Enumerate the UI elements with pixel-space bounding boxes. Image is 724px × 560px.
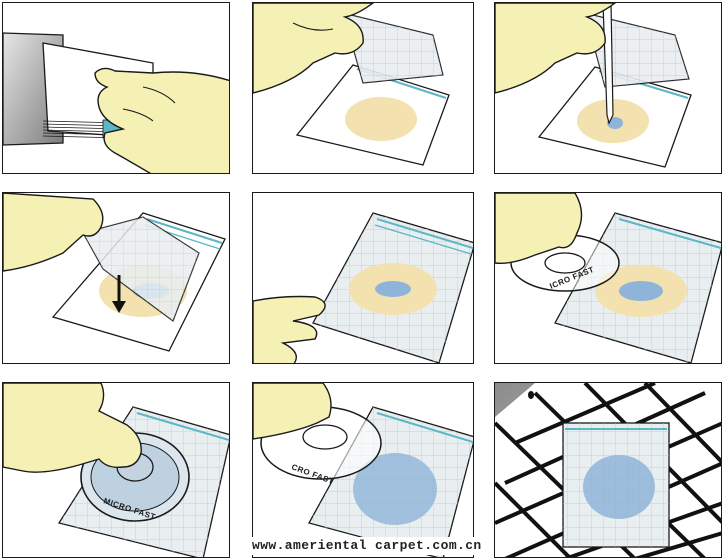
step-7-press-spreader-panel: MICRO FAST bbox=[2, 382, 230, 558]
step-9-incubate-panel bbox=[494, 382, 722, 558]
gloved-hand-icon bbox=[253, 3, 375, 94]
step-4-lower-film-panel bbox=[2, 192, 230, 364]
watermark-url: www.ameriental carpet.com.cn bbox=[252, 537, 482, 555]
gloved-hand-icon bbox=[253, 295, 326, 363]
step-2-lift-film-panel bbox=[252, 2, 474, 174]
step-8-remove-spreader-panel: CRO FAST bbox=[252, 382, 474, 558]
gloved-hand-icon bbox=[3, 383, 142, 473]
step-3-pipette-sample-panel bbox=[494, 2, 722, 174]
gloved-hand-icon bbox=[495, 193, 583, 265]
liquid-drop bbox=[375, 281, 411, 297]
sample-spot bbox=[345, 97, 417, 141]
step-6-place-spreader-panel: ICRO FAST bbox=[494, 192, 722, 364]
step-5-film-closed-panel bbox=[252, 192, 474, 364]
spread-sample bbox=[583, 455, 655, 519]
spread-sample bbox=[353, 453, 437, 525]
gloved-hand-icon bbox=[253, 383, 332, 440]
step-1-open-sachet-panel bbox=[2, 2, 230, 174]
gloved-hand-icon bbox=[495, 3, 617, 94]
arrow-down-icon bbox=[112, 275, 126, 313]
gloved-hand-icon bbox=[94, 67, 229, 173]
gloved-hand-icon bbox=[3, 193, 104, 272]
liquid-drop bbox=[619, 281, 663, 301]
pipette-icon bbox=[602, 3, 614, 125]
